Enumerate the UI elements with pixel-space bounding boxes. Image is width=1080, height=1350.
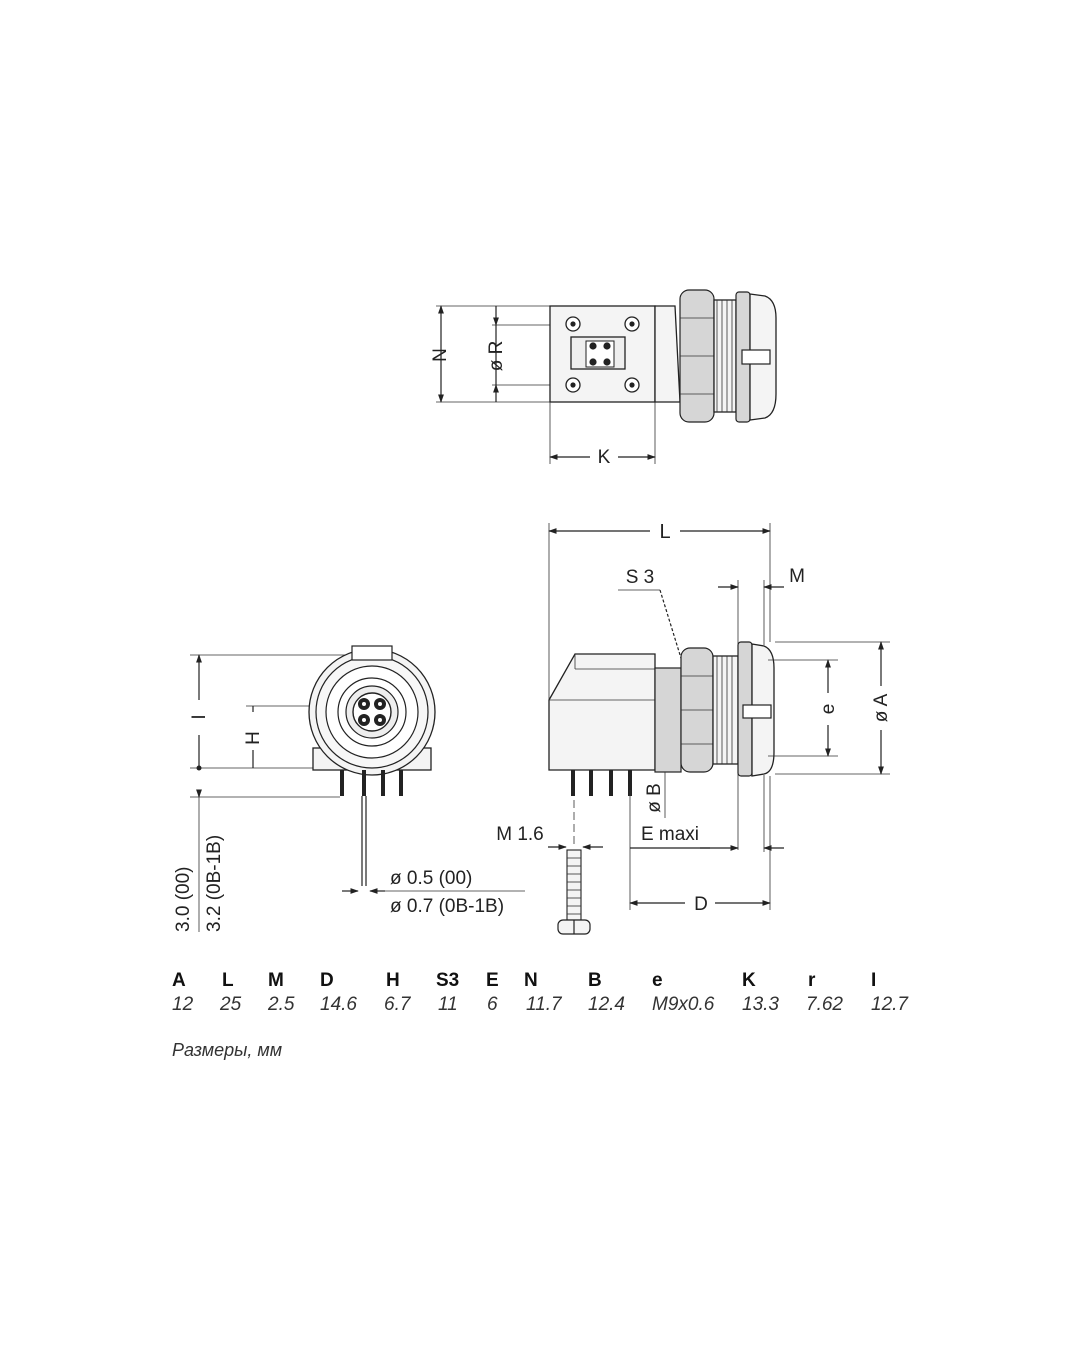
- units-caption: Размеры, мм: [172, 1040, 283, 1060]
- header-B: B: [588, 970, 602, 991]
- header-N: N: [524, 970, 538, 991]
- header-E: E: [486, 970, 499, 991]
- label-d05: ø 0.5 (00): [390, 868, 472, 889]
- top-view: N ø R: [430, 289, 777, 468]
- value-H: 6.7: [384, 994, 411, 1015]
- screw-icon: [624, 316, 640, 332]
- header-K: K: [742, 970, 756, 991]
- screw-icon: [565, 377, 581, 393]
- value-B: 12.4: [588, 994, 625, 1015]
- label-R: ø R: [486, 341, 507, 372]
- value-r: 7.62: [806, 994, 843, 1015]
- header-I: I: [871, 970, 877, 991]
- label-d07: ø 0.7 (0B-1B): [390, 896, 504, 917]
- header-S3: S3: [436, 970, 460, 991]
- value-I: 12.7: [871, 994, 908, 1015]
- header-D: D: [320, 970, 334, 991]
- dimension-headers: A L M D H S3 E N B e K r I: [172, 970, 932, 994]
- screw-icon: [565, 316, 581, 332]
- label-E: E maxi: [641, 824, 699, 845]
- value-D: 14.6: [320, 994, 357, 1015]
- header-L: L: [222, 970, 234, 991]
- value-A: 12: [172, 994, 194, 1015]
- label-I: I: [189, 714, 210, 719]
- header-r: r: [808, 970, 816, 991]
- label-L: L: [659, 521, 670, 543]
- front-view: I H 3.0 (00) 3.2 (0B-1B): [173, 645, 525, 932]
- value-M: 2.5: [268, 994, 295, 1015]
- value-E: 6: [487, 994, 498, 1015]
- screw-icon: [624, 377, 640, 393]
- label-N: N: [430, 348, 451, 362]
- header-H: H: [386, 970, 400, 991]
- screw-icon: [557, 849, 591, 935]
- label-K: K: [598, 447, 611, 468]
- label-H: H: [243, 731, 264, 745]
- label-A: ø A: [871, 693, 892, 722]
- label-M16: M 1.6: [496, 824, 544, 845]
- value-L: 25: [220, 994, 242, 1015]
- label-e: e: [818, 704, 839, 715]
- value-S3: 11: [438, 994, 458, 1015]
- label-B: ø B: [644, 783, 665, 813]
- dimension-values: 12 25 2.5 14.6 6.7 11 6 11.7 12.4 M9x0.6…: [172, 994, 932, 1018]
- side-view: L S 3 M: [496, 521, 892, 935]
- label-32: 3.2 (0B-1B): [204, 835, 225, 932]
- dimension-table: A L M D H S3 E N B e K r I 12 25 2.5 14.…: [172, 970, 932, 1018]
- label-D: D: [694, 894, 708, 915]
- header-e: e: [652, 970, 663, 991]
- header-M: M: [268, 970, 284, 991]
- label-S3: S 3: [626, 567, 655, 588]
- label-M: M: [789, 566, 805, 587]
- header-A: A: [172, 970, 186, 991]
- value-e: M9x0.6: [652, 994, 715, 1015]
- label-30: 3.0 (00): [173, 867, 194, 932]
- value-K: 13.3: [742, 994, 779, 1015]
- value-N: 11.7: [526, 994, 562, 1015]
